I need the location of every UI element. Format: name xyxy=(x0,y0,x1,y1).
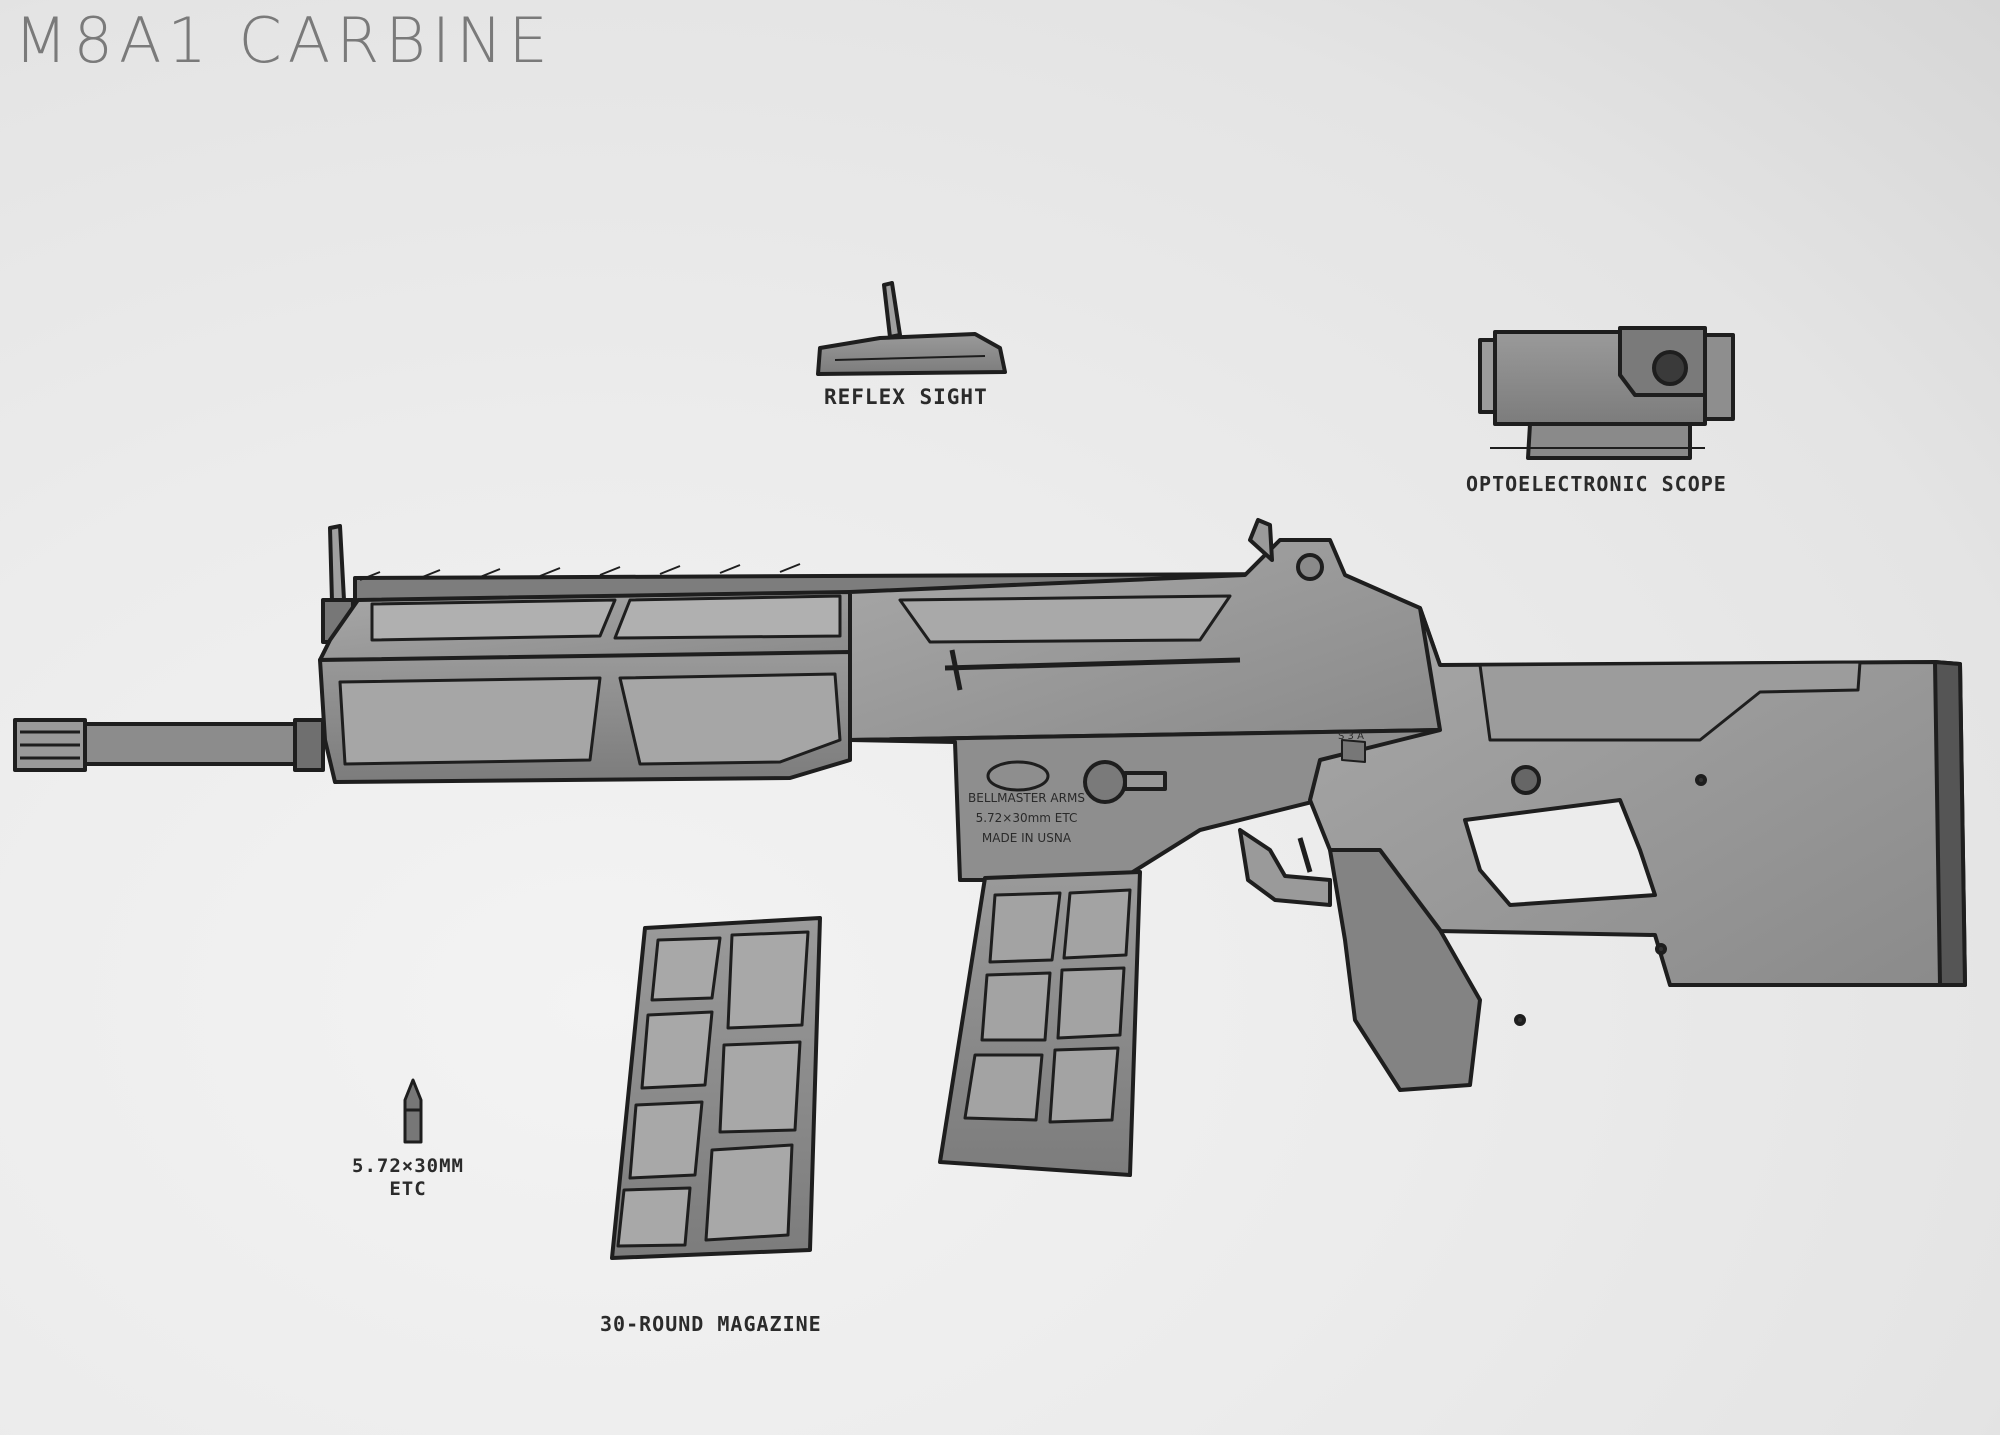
reflex-sight-label: REFLEX SIGHT xyxy=(824,385,988,409)
engraving-maker: BELLMASTER ARMS xyxy=(968,791,1085,805)
sling-swivel-icon xyxy=(1511,765,1541,795)
cartridge-type: ETC xyxy=(389,1178,427,1200)
front-sight xyxy=(328,524,346,604)
cartridge-icon xyxy=(403,1078,423,1144)
cartridge-caliber: 5.72×30MM xyxy=(352,1155,464,1177)
trigger-guard xyxy=(1238,828,1332,907)
drawing-title: M8A1 CARBINE xyxy=(14,4,554,77)
cartridge-label: 5.72×30MM ETC xyxy=(352,1155,464,1201)
engraving-caliber: 5.72×30mm ETC xyxy=(975,811,1078,825)
pistol-grip xyxy=(1328,848,1482,1092)
maker-logo-icon xyxy=(986,760,1050,792)
optoelectronic-scope-label: OPTOELECTRONIC SCOPE xyxy=(1466,472,1727,496)
selector-markings: S 3 A xyxy=(1338,731,1364,742)
receiver-engraving: BELLMASTER ARMS 5.72×30mm ETC MADE IN US… xyxy=(968,788,1085,848)
reflex-sight-icon xyxy=(816,281,1007,376)
engraving-origin: MADE IN USNA xyxy=(981,831,1072,845)
optoelectronic-scope-icon xyxy=(1478,326,1735,460)
muzzle-device xyxy=(13,718,87,772)
loose-magazine-icon xyxy=(610,916,822,1260)
rifle-icon xyxy=(13,518,1967,1177)
inserted-magazine xyxy=(938,870,1142,1177)
barrel xyxy=(83,722,297,766)
magazine-label: 30-ROUND MAGAZINE xyxy=(600,1312,822,1336)
